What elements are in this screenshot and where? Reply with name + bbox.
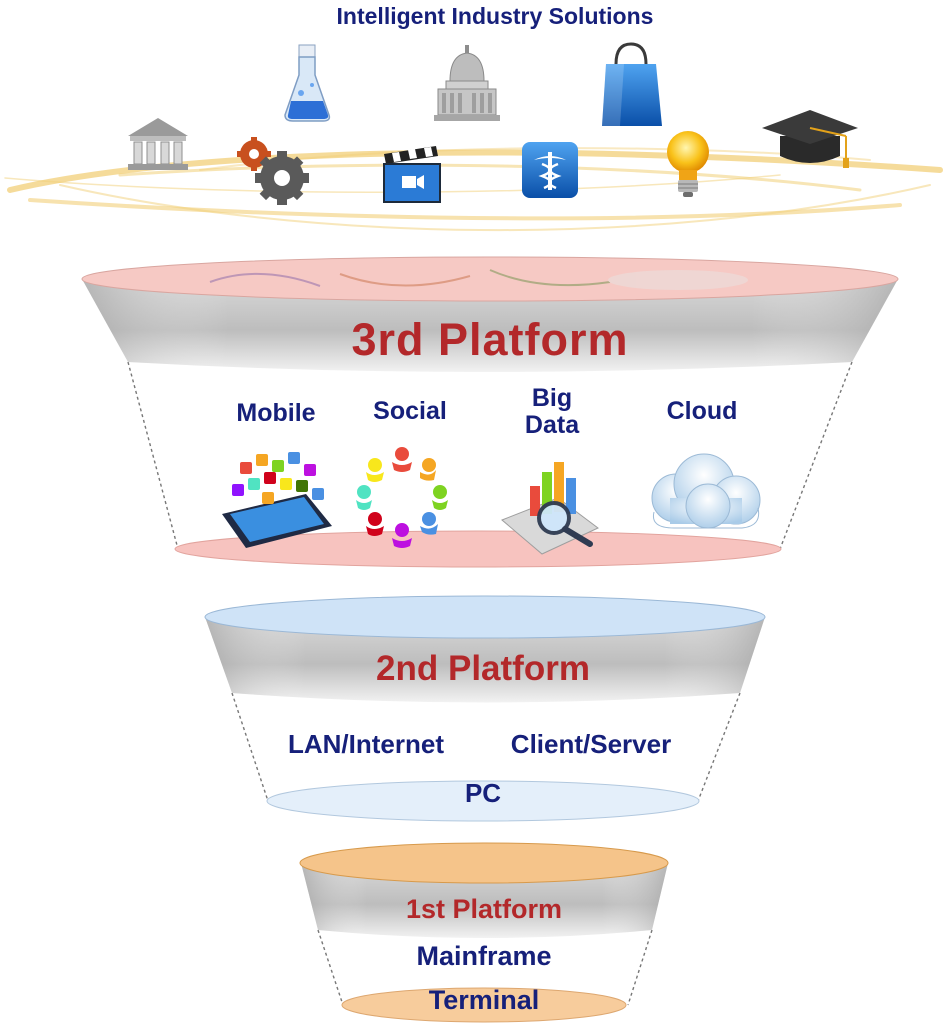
first-platform-funnel [299, 842, 669, 1023]
gears-icon [237, 137, 309, 205]
first-platform-title: 1st Platform [405, 894, 563, 924]
clapperboard-icon [383, 146, 441, 203]
pillar-label-big-data: Big Data [524, 384, 580, 439]
flask-icon [284, 44, 331, 122]
lightbulb-icon [667, 131, 709, 197]
third-platform-title: 3rd Platform [351, 314, 629, 365]
data-chart-magnifier-icon [501, 462, 599, 555]
graduation-cap-icon [762, 110, 858, 168]
item-mainframe: Mainframe [416, 941, 552, 971]
pillar-label-cloud: Cloud [666, 397, 738, 425]
second-platform-funnel [204, 595, 766, 822]
item-pc: PC [464, 778, 502, 808]
cloud-icon [651, 453, 761, 529]
item-client-server: Client/Server [510, 729, 672, 759]
medical-caduceus-icon [522, 142, 578, 198]
diagram-title: Intelligent Industry Solutions [336, 3, 654, 29]
second-platform-title: 2nd Platform [376, 649, 590, 688]
shopping-bag-icon [602, 42, 662, 126]
bank-icon [128, 118, 188, 170]
tablet-apps-icon [222, 452, 332, 548]
third-platform-funnel [81, 256, 899, 568]
item-lan-internet: LAN/Internet [288, 729, 444, 759]
capitol-icon [434, 45, 500, 121]
item-terminal: Terminal [428, 985, 540, 1015]
pillar-label-mobile: Mobile [236, 399, 316, 427]
pillar-label-social: Social [373, 397, 447, 425]
people-circle-icon [356, 447, 448, 548]
